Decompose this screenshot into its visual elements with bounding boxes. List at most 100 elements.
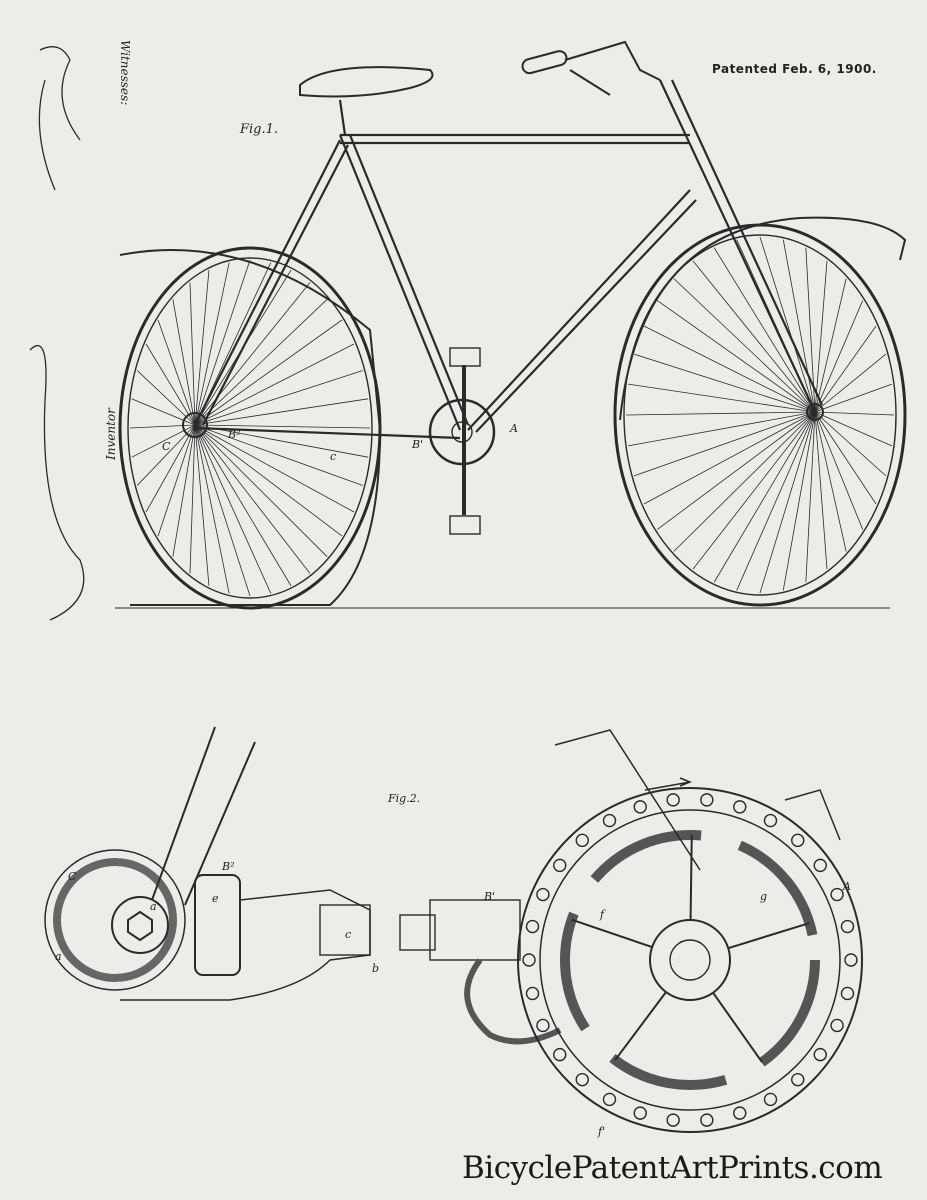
fig1-label: Fig.1.: [240, 122, 278, 137]
front-wheel: [615, 218, 905, 605]
chain-roller: [814, 1049, 826, 1061]
front-spokes: [626, 237, 894, 593]
handlebar: [521, 42, 660, 95]
saddle: [300, 67, 433, 96]
part-label: b: [372, 962, 379, 975]
chain-roller: [634, 1107, 646, 1119]
chain-roller: [814, 859, 826, 871]
spoke: [132, 399, 195, 425]
part-label: C: [68, 870, 76, 883]
spoke: [195, 425, 271, 593]
part-label: A: [510, 422, 518, 435]
chain-roller: [831, 889, 843, 901]
chain-roller: [765, 815, 777, 827]
spoke: [815, 412, 886, 476]
chain-roller: [841, 921, 853, 933]
part-label: f: [600, 908, 604, 921]
spoke: [195, 425, 327, 557]
spoke: [815, 354, 886, 412]
chain-roller: [537, 889, 549, 901]
signatures: [30, 47, 84, 620]
sprocket-arm: [728, 923, 809, 948]
inventor-label: Inventor: [104, 408, 118, 460]
part-label: f': [598, 1125, 605, 1138]
spoke: [626, 412, 815, 415]
spoke: [195, 425, 291, 586]
spoke: [737, 412, 815, 590]
spoke: [195, 320, 342, 425]
sprocket-arm: [572, 920, 652, 947]
chain-roller: [845, 954, 857, 966]
chain-roller: [734, 1107, 746, 1119]
chain-roller: [634, 801, 646, 813]
chain-roller: [554, 1049, 566, 1061]
part-label: B': [484, 890, 495, 903]
rear-spokes: [130, 260, 370, 596]
spoke: [644, 412, 815, 504]
spoke: [815, 412, 894, 415]
chain-roller: [701, 1114, 713, 1126]
sprocket-arm: [713, 993, 762, 1062]
spoke: [190, 425, 195, 573]
part-label: c: [330, 450, 336, 463]
part-label: A: [843, 880, 851, 893]
chain-roller: [765, 1093, 777, 1105]
spoke: [130, 425, 195, 428]
chain-rollers: [523, 794, 857, 1126]
sprocket-arm: [615, 992, 666, 1060]
spoke: [195, 425, 370, 428]
spoke: [195, 425, 209, 586]
spoke: [634, 354, 815, 412]
chain-roller: [792, 1074, 804, 1086]
chain-roller: [831, 1019, 843, 1031]
spoke: [195, 371, 363, 425]
crankset: [430, 348, 494, 534]
part-label: C: [162, 440, 170, 453]
part-label: a': [150, 900, 160, 913]
spoke: [628, 412, 815, 446]
spoke: [190, 283, 195, 425]
chain-roller: [792, 834, 804, 846]
spoke: [195, 260, 250, 425]
spoke: [815, 412, 827, 569]
spoke: [815, 384, 892, 412]
spoke: [815, 412, 846, 551]
website-watermark: BicyclePatentArtPrints.com: [462, 1150, 882, 1186]
chain-roller: [734, 801, 746, 813]
rear-wheel: [120, 248, 380, 608]
patent-date: Patented Feb. 6, 1900.: [712, 62, 877, 76]
chain-roller: [576, 1074, 588, 1086]
sprocket-arm: [691, 835, 692, 920]
chain-roller: [701, 794, 713, 806]
chain-roller: [554, 859, 566, 871]
spoke: [815, 279, 846, 412]
chain-roller: [604, 1093, 616, 1105]
chain-roller: [667, 794, 679, 806]
spoke: [195, 263, 229, 425]
part-label: g: [760, 890, 767, 903]
part-label: a: [55, 950, 62, 963]
spoke: [657, 301, 815, 412]
chain-roller: [527, 921, 539, 933]
spoke: [657, 412, 815, 529]
chain-roller: [527, 987, 539, 999]
spoke: [693, 412, 815, 569]
chain-roller: [841, 987, 853, 999]
spoke: [815, 261, 827, 412]
chain-roller: [604, 815, 616, 827]
part-label: B²: [222, 860, 235, 873]
spoke: [815, 326, 876, 412]
chain-roller: [523, 954, 535, 966]
part-label: e: [212, 892, 219, 905]
fig2-detail: [45, 727, 862, 1132]
witnesses-label: Witnesses:: [118, 40, 132, 105]
part-label: c: [345, 928, 351, 941]
spoke: [195, 283, 310, 425]
part-label: B': [412, 438, 423, 451]
spoke: [195, 425, 229, 593]
chain-roller: [667, 1114, 679, 1126]
bicycle-fig1: [115, 42, 905, 608]
part-label: B²: [228, 428, 241, 441]
fig2-label: Fig.2.: [388, 792, 420, 805]
spoke: [634, 412, 815, 476]
